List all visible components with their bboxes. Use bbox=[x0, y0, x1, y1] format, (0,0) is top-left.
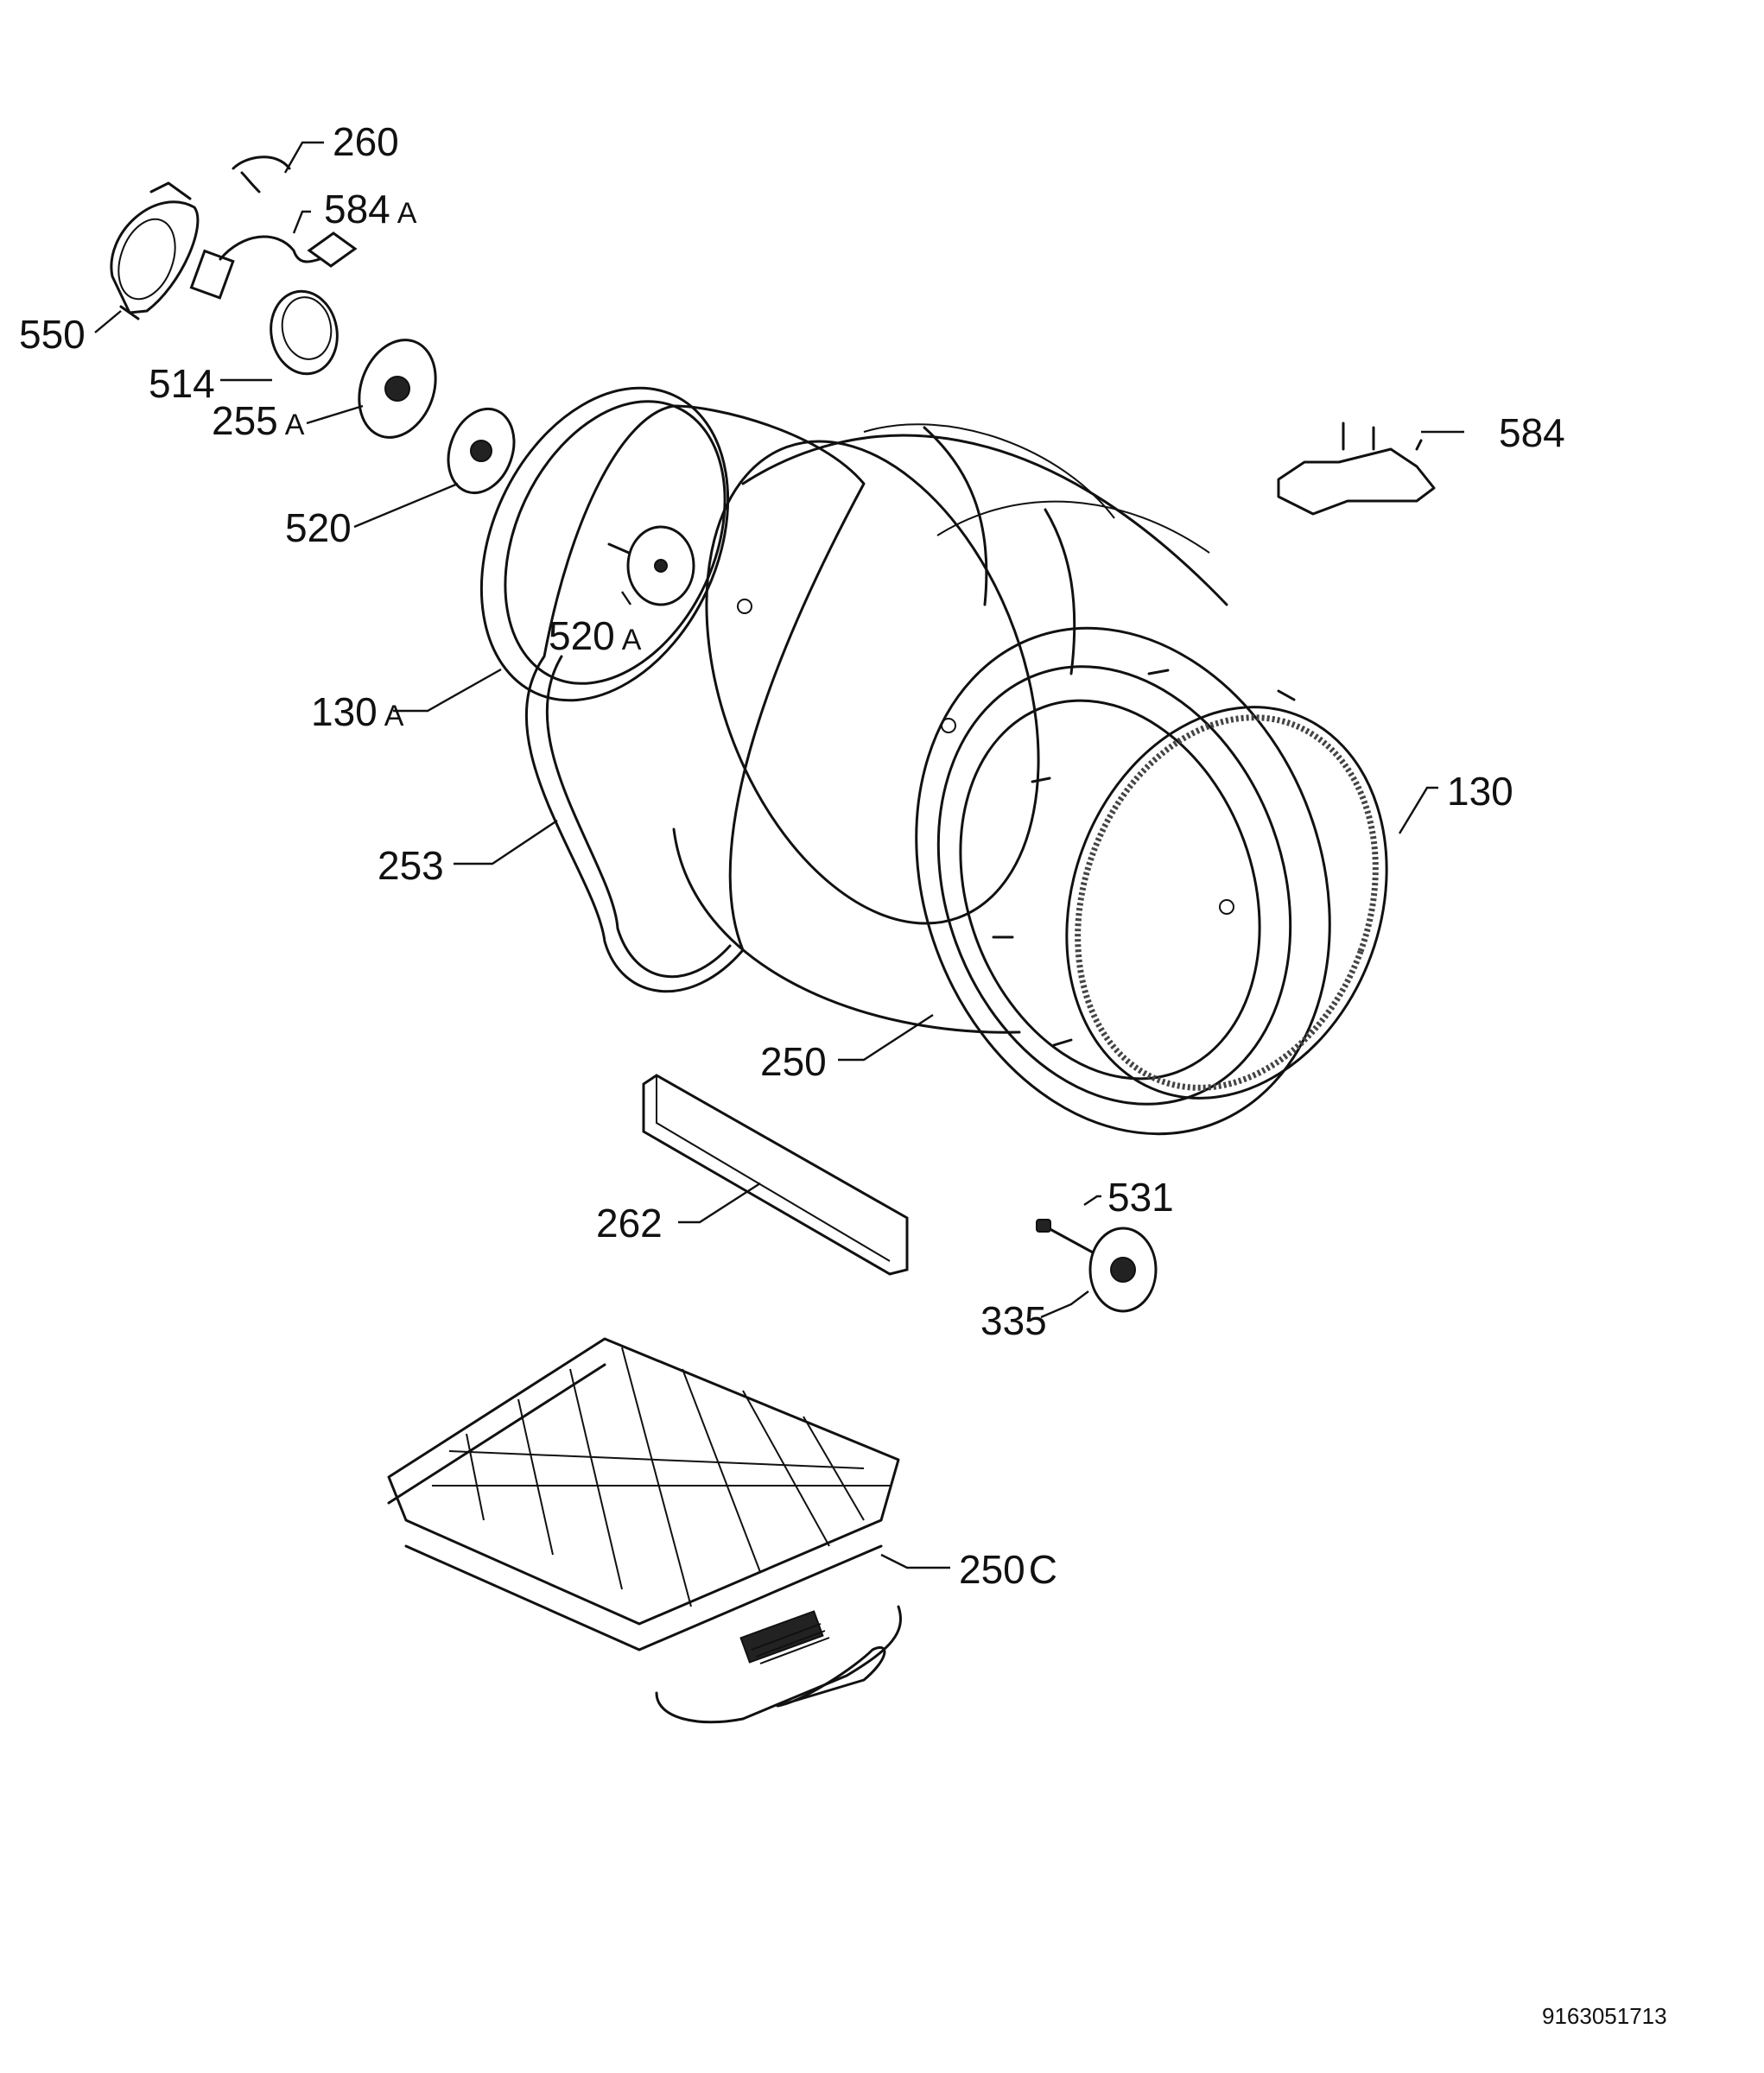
lamp-housing-part-550 bbox=[110, 181, 200, 320]
roller-part-335 bbox=[1088, 1227, 1158, 1313]
shaft-part-520a bbox=[607, 525, 695, 606]
drying-rack-part-250c bbox=[387, 1337, 902, 1724]
label-520: 520 bbox=[285, 505, 352, 550]
label-531: 531 bbox=[1107, 1175, 1174, 1220]
label-260: 260 bbox=[333, 119, 399, 164]
leader-lines bbox=[94, 141, 1464, 1569]
sensor-wire-part-584a bbox=[189, 231, 358, 300]
label-253: 253 bbox=[378, 843, 444, 888]
rear-seal-part-130a bbox=[479, 386, 730, 702]
label-584: 584 bbox=[1499, 410, 1565, 455]
document-number: 9163051713 bbox=[1542, 2003, 1667, 2029]
drive-belt-part-253 bbox=[525, 404, 866, 993]
label-335: 335 bbox=[980, 1298, 1047, 1343]
drum-part-250 bbox=[672, 423, 1331, 1136]
bushing-part-514 bbox=[270, 289, 339, 376]
label-514: 514 bbox=[149, 361, 215, 406]
sensor-bracket-part-584 bbox=[1277, 422, 1436, 516]
bearing-plate-part-520 bbox=[447, 407, 516, 495]
label-550: 550 bbox=[19, 312, 86, 357]
front-seal-part-130 bbox=[1065, 706, 1388, 1100]
bearing-part-255a bbox=[358, 339, 437, 439]
label-250: 250 bbox=[760, 1039, 827, 1084]
rope-part-260 bbox=[232, 155, 291, 193]
label-250c: 250C bbox=[959, 1547, 1057, 1592]
label-262: 262 bbox=[596, 1201, 663, 1246]
label-130: 130 bbox=[1447, 769, 1513, 814]
baffle-part-262 bbox=[642, 1074, 909, 1276]
